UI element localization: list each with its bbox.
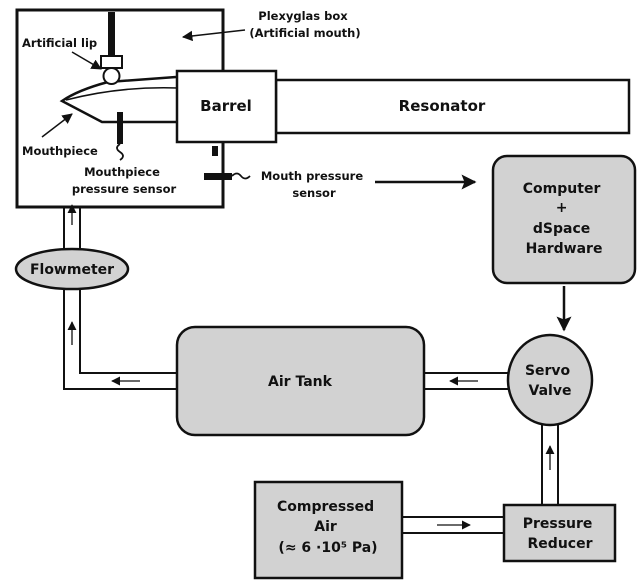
barrel-label: Barrel: [200, 97, 252, 115]
signal-arrows: [375, 174, 572, 332]
lip-clamp-icon: [100, 12, 123, 85]
resonator-tube: [274, 78, 631, 135]
flowmeter-label: Flowmeter: [30, 262, 114, 278]
mouth-pressure-sensor-label: Mouth pressure sensor: [261, 169, 367, 200]
mouthpiece-pressure-sensor-label: Mouthpiece pressure sensor: [72, 165, 177, 196]
pressure-reducer-node: [502, 503, 617, 563]
mouthpiece-label: Mouthpiece: [22, 144, 98, 158]
annotation-arrows: [41, 29, 246, 138]
servo-valve-label: Servo Valve: [525, 363, 575, 399]
compressed-air-label: Compressed Air (≈ 6 ·10⁵ Pa): [277, 499, 379, 556]
arrow-artificial-lip: [71, 51, 102, 70]
reed-line: [65, 87, 179, 101]
pipe-left-outer: [63, 207, 180, 390]
air-tank-label: Air Tank: [268, 374, 333, 390]
arrow-plexyglas: [181, 29, 246, 42]
computer-node: [491, 154, 637, 285]
computer-label: Computer + dSpace Hardware: [523, 181, 605, 257]
plexyglas-box-label: Plexyglas box (Artificial mouth): [249, 9, 360, 40]
servo-valve-node: [506, 333, 594, 427]
flow-arrow-icon: [67, 204, 555, 530]
arrow-mouthpiece: [41, 113, 73, 138]
air-tank-node: [175, 325, 426, 437]
artificial-lip-label: Artificial lip: [22, 36, 97, 50]
compressed-air-node: [253, 480, 404, 580]
mouthpiece-pressure-sensor-icon: [116, 112, 124, 161]
pipe-left-inner: [79, 207, 180, 374]
pressure-reducer-label: Pressure Reducer: [523, 516, 598, 552]
mouth-pressure-sensor-icon: [204, 146, 251, 180]
barrel-box: [175, 69, 278, 144]
resonator-label: Resonator: [399, 97, 486, 115]
flowmeter-node: [14, 247, 130, 291]
